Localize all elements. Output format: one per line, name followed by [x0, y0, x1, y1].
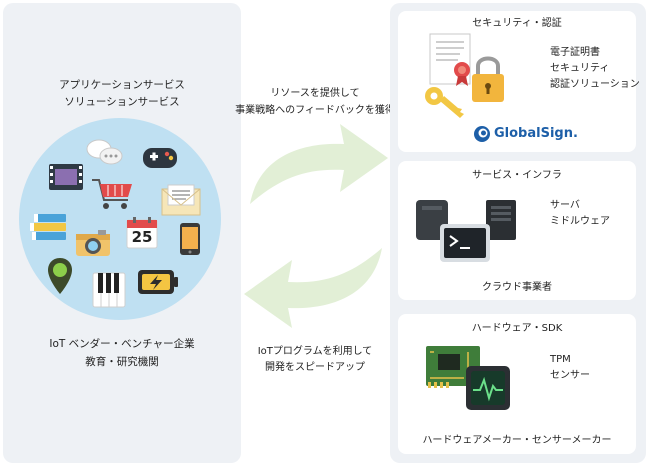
- infra-item-server: サーバ: [550, 200, 580, 211]
- chat-bubbles-icon: [86, 139, 123, 165]
- camera-icon: [76, 230, 110, 256]
- film-strip-icon: [49, 164, 83, 190]
- service-line-1: アプリケーションサービス: [59, 79, 185, 91]
- security-title: セキュリティ・認証: [472, 18, 562, 29]
- infra-footer: クラウド事業者: [482, 282, 552, 293]
- mail-envelope-icon: [161, 184, 201, 216]
- infra-item-middleware: ミドルウェア: [550, 216, 610, 227]
- arrow-top-line-2: 事業戦略へのフィードバックを獲得: [235, 105, 395, 116]
- hardware-item-sensor: センサー: [550, 370, 590, 381]
- smartphone-icon: [180, 223, 200, 255]
- shopping-cart-icon: [92, 179, 132, 209]
- security-item-auth: 認証ソリューション: [550, 79, 640, 90]
- security-item-security: セキュリティ: [550, 63, 610, 74]
- battery-charging-icon: [138, 270, 178, 294]
- calendar-icon: [126, 217, 158, 249]
- certificate-key-lock-icon: [425, 33, 504, 118]
- arrow-to-right-panel: [244, 248, 382, 328]
- hardware-item-tpm: TPM: [550, 354, 571, 365]
- arrow-top-line-1: リソースを提供して: [270, 88, 360, 99]
- hardware-title: ハードウェア・SDK: [471, 323, 563, 334]
- arrow-to-left-panel: [250, 124, 388, 204]
- piano-keys-icon: [92, 272, 126, 308]
- infra-title: サービス・インフラ: [472, 170, 562, 181]
- arrow-bottom-line-2: 開発をスピードアップ: [265, 362, 365, 373]
- security-item-certificate: 電子証明書: [550, 47, 600, 58]
- globalsign-brand: GlobalSign.: [494, 126, 578, 141]
- arrow-bottom-line-1: IoTプログラムを利用して: [257, 346, 373, 357]
- circuit-board-sensor-icon: [426, 346, 510, 410]
- calendar-day: 25: [131, 228, 153, 246]
- vendor-line-2: 教育・研究機関: [85, 356, 159, 368]
- vendor-line-1: IoT ベンダー・ベンチャー企業: [49, 338, 195, 350]
- hardware-footer: ハードウェアメーカー・センサーメーカー: [422, 435, 612, 446]
- books-stack-icon: [30, 214, 66, 240]
- game-controller-icon: [143, 148, 177, 168]
- servers-terminal-icon: [416, 200, 516, 262]
- service-line-2: ソリューションサービス: [64, 96, 180, 108]
- map-pin-icon: [48, 258, 72, 294]
- globalsign-logo-icon: [474, 126, 490, 142]
